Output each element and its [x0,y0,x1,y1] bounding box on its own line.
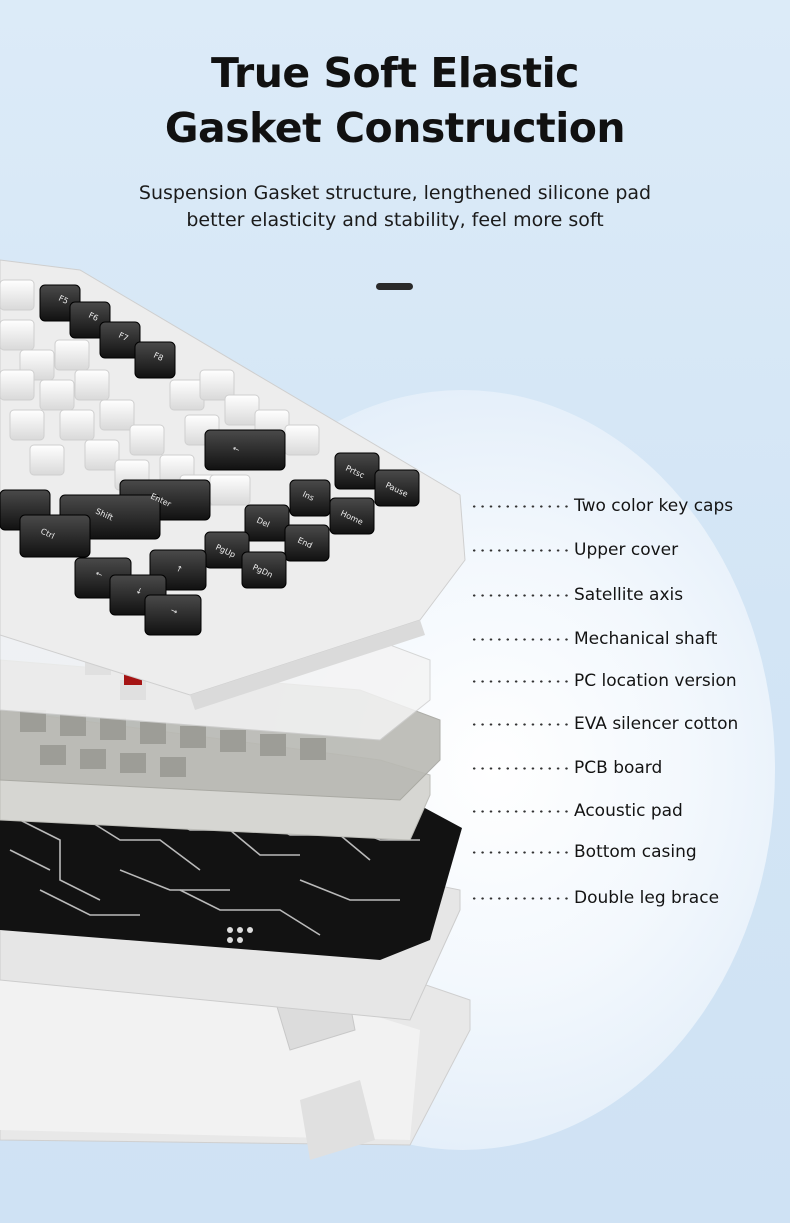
subtitle-line-1: Suspension Gasket structure, lengthened … [138,182,652,204]
component-label-text: Upper cover [574,540,679,560]
component-label-text: Satellite axis [574,585,684,605]
dotted-leader [470,809,571,813]
component-label: EVA silencer cotton [470,712,738,736]
dotted-leader [470,548,571,552]
svg-text:F5: F5 [57,294,70,306]
component-label: Satellite axis [470,583,683,607]
component-label: PC location version [470,669,737,693]
dotted-leader [470,850,571,854]
exploded-keyboard-illustration: F5 F6 F7 F8 ← Prtsc Pause Ins Home Del E… [0,259,471,1160]
component-label: Acoustic pad [470,799,683,823]
component-label: Mechanical shaft [470,627,717,651]
dotted-leader [470,637,571,641]
dotted-leader [470,593,571,597]
svg-text:→: → [169,606,179,617]
component-label-text: PCB board [574,758,663,778]
component-label-text: Bottom casing [574,842,697,862]
title-line-2: Gasket Construction [164,104,626,152]
component-label: Two color key caps [470,494,733,518]
title-divider [376,283,413,290]
component-label-text: PC location version [574,671,737,691]
dotted-leader [470,766,571,770]
subtitle-line-2: better elasticity and stability, feel mo… [186,209,604,231]
dotted-leader [470,504,571,508]
component-label-text: EVA silencer cotton [574,714,739,734]
title-line-1: True Soft Elastic [211,49,579,97]
component-label-text: Mechanical shaft [574,629,718,649]
svg-text:←: ← [94,569,104,580]
svg-text:←: ← [231,444,241,455]
svg-text:Ins: Ins [301,490,315,503]
component-label: PCB board [470,756,662,780]
keycap-layer: F5 F6 F7 F8 ← Prtsc Pause Ins Home Del E… [0,279,420,636]
component-label-text: Acoustic pad [574,801,683,821]
svg-text:↓: ↓ [134,586,144,597]
svg-text:F7: F7 [117,331,130,343]
page-title: True Soft Elastic Gasket Construction [0,46,790,156]
component-label: Upper cover [470,538,678,562]
dotted-leader [470,679,571,683]
page-subtitle: Suspension Gasket structure, lengthened … [0,180,790,234]
svg-text:F6: F6 [87,311,100,323]
black-keycaps [0,284,420,636]
dotted-leader [470,896,571,900]
dotted-leader [470,722,571,726]
component-label-text: Two color key caps [574,496,734,516]
svg-text:↑: ↑ [174,564,184,575]
component-label-text: Double leg brace [574,888,720,908]
svg-text:F8: F8 [152,351,165,363]
component-label: Double leg brace [470,886,719,910]
component-label: Bottom casing [470,840,697,864]
